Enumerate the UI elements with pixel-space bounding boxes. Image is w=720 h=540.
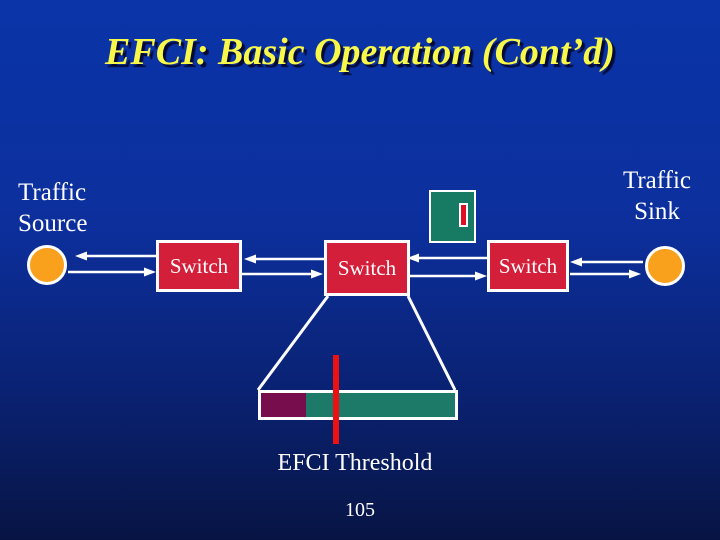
arrow-forward-1-icon bbox=[68, 267, 156, 277]
traffic-source-node-icon bbox=[27, 245, 67, 285]
traffic-sink-label: Traffic Sink bbox=[622, 167, 692, 225]
page-number: 105 bbox=[345, 499, 375, 521]
buffer-filled-segment bbox=[261, 393, 306, 417]
arrow-backward-1-icon bbox=[75, 251, 157, 261]
buffer-free-segment bbox=[306, 393, 455, 417]
switch-3-label: Switch bbox=[498, 253, 558, 278]
slide-title: EFCI: Basic Operation (Cont’d) bbox=[105, 31, 615, 73]
efci-threshold-label: EFCI Threshold bbox=[277, 450, 433, 476]
arrow-backward-3-icon bbox=[407, 253, 487, 263]
switch-2-label: Switch bbox=[337, 255, 397, 280]
switch-box-1: Switch bbox=[156, 240, 242, 292]
efci-threshold-line-icon bbox=[333, 355, 339, 444]
arrow-backward-4-icon bbox=[570, 257, 643, 267]
arrow-backward-2-icon bbox=[244, 254, 324, 264]
efci-bit-icon bbox=[459, 203, 468, 227]
arrow-forward-2-icon bbox=[242, 269, 323, 279]
queue-funnel-lines bbox=[256, 295, 457, 391]
buffer-bar bbox=[258, 390, 458, 420]
arrow-forward-3-icon bbox=[410, 271, 487, 281]
traffic-source-label: Traffic Source bbox=[18, 179, 88, 237]
atm-cell-icon bbox=[429, 190, 476, 243]
arrow-forward-4-icon bbox=[570, 269, 641, 279]
switch-box-3: Switch bbox=[487, 240, 569, 292]
traffic-sink-node-icon bbox=[645, 246, 685, 286]
switch-box-2: Switch bbox=[324, 240, 410, 296]
switch-1-label: Switch bbox=[169, 253, 229, 278]
